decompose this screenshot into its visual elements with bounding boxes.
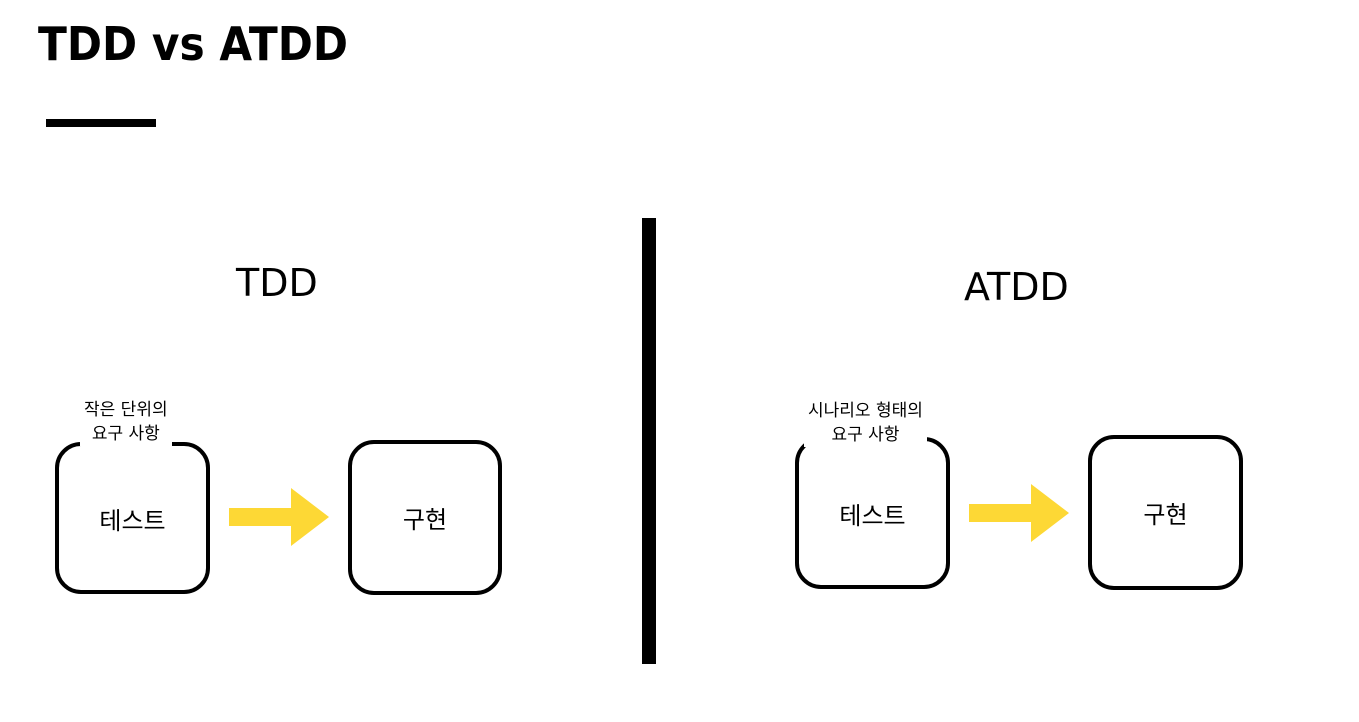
tdd-note-line1: 작은 단위의	[84, 400, 168, 420]
atdd-impl-label: 구현	[1143, 501, 1188, 529]
atdd-heading: ATDD	[964, 265, 1069, 309]
tdd-heading: TDD	[236, 261, 318, 305]
tdd-test-label: 테스트	[99, 506, 166, 535]
atdd-test-box: 테스트	[795, 437, 950, 589]
title-underline	[46, 119, 156, 127]
section-divider	[642, 218, 656, 664]
atdd-note-line1: 시나리오 형태의	[808, 401, 923, 421]
atdd-impl-box: 구현	[1088, 435, 1243, 590]
atdd-requirement-note: 시나리오 형태의 요구 사항	[804, 399, 927, 447]
slide-title: TDD vs ATDD	[38, 17, 348, 71]
tdd-test-box: 테스트	[55, 442, 210, 594]
tdd-requirement-note: 작은 단위의 요구 사항	[80, 398, 172, 446]
tdd-impl-box: 구현	[348, 440, 502, 595]
atdd-test-label: 테스트	[839, 501, 906, 530]
atdd-note-line2: 요구 사항	[831, 425, 900, 445]
tdd-impl-label: 구현	[402, 506, 448, 534]
tdd-arrow-shape	[229, 488, 329, 546]
atdd-arrow	[969, 484, 1069, 542]
tdd-arrow	[229, 488, 329, 546]
atdd-arrow-shape	[969, 484, 1069, 542]
tdd-note-line2: 요구 사항	[91, 424, 160, 444]
